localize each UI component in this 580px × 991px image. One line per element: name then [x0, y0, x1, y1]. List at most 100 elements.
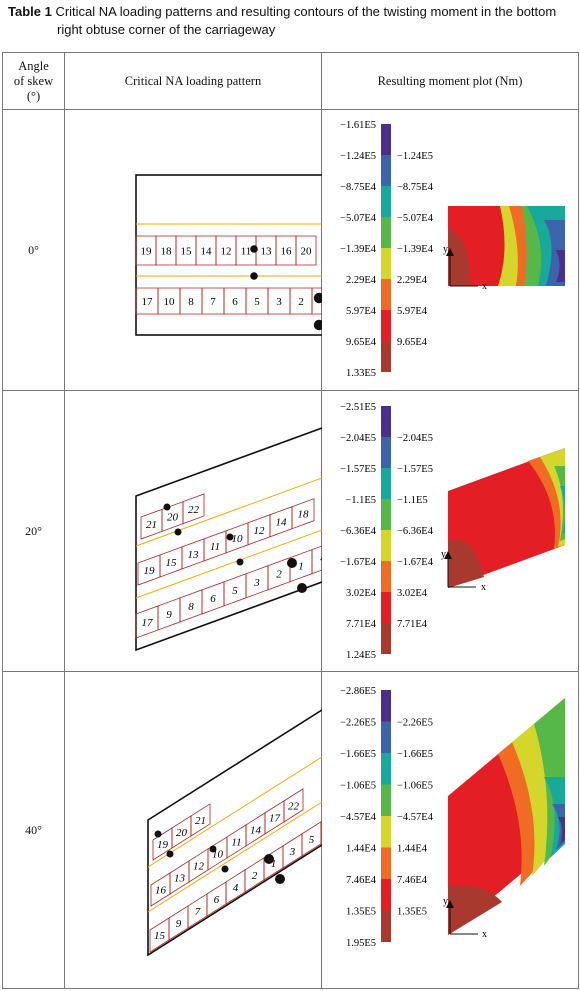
load-panel-label: 7 — [195, 906, 201, 918]
load-panel-label: 12 — [221, 246, 232, 258]
load-panel-label: 18 — [298, 509, 310, 521]
load-panel-label: 8 — [188, 601, 194, 613]
load-panel-label: 19 — [141, 246, 153, 258]
colour-scale: −2.86E5−2.26E5−1.66E5−1.06E5−4.57E41.44E… — [340, 686, 434, 949]
load-panel-label: 2 — [276, 569, 282, 581]
scale-band — [381, 753, 391, 785]
scale-band — [381, 816, 391, 848]
scale-tick-label: −2.86E5 — [340, 686, 376, 697]
load-panel-label: 15 — [181, 246, 193, 258]
scale-tick-label: −1.66E5 — [340, 749, 376, 760]
load-panel-label: 16 — [281, 246, 293, 258]
axle-load — [236, 558, 244, 566]
scale-tick-label: 7.46E4 — [346, 875, 377, 886]
arrow-head — [444, 551, 452, 559]
load-panel-label: 1 — [298, 561, 304, 573]
load-panel — [295, 235, 317, 266]
axis-label-y: y — [443, 896, 448, 907]
scale-tick-label: −6.36E4 — [397, 526, 434, 537]
scale-band — [381, 561, 391, 592]
load-panel-label: 13 — [188, 549, 200, 561]
scale-tick-label: −1.24E5 — [340, 151, 376, 162]
scale-tick-label: −4.57E4 — [397, 812, 434, 823]
load-panel-label: 4 — [320, 553, 322, 565]
scale-tick-label: 1.95E5 — [346, 938, 376, 949]
scale-band — [381, 124, 391, 155]
axis-label-y: y — [441, 549, 446, 560]
load-panel-label: 5 — [232, 585, 238, 597]
axis-label-y: y — [443, 244, 448, 255]
scale-tick-label: −1.61E5 — [340, 120, 376, 131]
axle-load — [287, 558, 297, 568]
arrow-head — [446, 248, 454, 256]
axle-load — [275, 874, 285, 884]
load-panel-label: 9 — [176, 918, 182, 930]
load-panel-label: 12 — [193, 860, 205, 872]
scale-tick-label: −2.26E5 — [340, 718, 376, 729]
load-panel-label: 11 — [210, 541, 220, 553]
caption-label: Table 1 — [8, 4, 52, 19]
axle-load — [154, 830, 162, 838]
load-panel — [320, 820, 322, 845]
carriageway-outline — [135, 427, 322, 652]
load-panel-label: 3 — [289, 846, 296, 858]
scale-tick-label: 7.71E4 — [397, 619, 428, 630]
axis-label-x: x — [482, 281, 487, 292]
axle-load — [221, 865, 229, 873]
scale-tick-label: −1.57E5 — [397, 464, 433, 475]
load-panel-label: 6 — [214, 894, 220, 906]
load-panel-label: 10 — [232, 533, 244, 545]
angle-cell: 20° — [2, 390, 65, 672]
load-panel-label: 19 — [157, 839, 169, 851]
load-panel-label: 20 — [176, 827, 188, 839]
scale-tick-label: −2.04E5 — [340, 433, 376, 444]
load-panel-label: 18 — [161, 246, 173, 258]
lane-line — [147, 756, 322, 868]
load-panel-label: 2 — [252, 870, 258, 882]
scale-tick-label: −1.1E5 — [345, 495, 376, 506]
axis-label-x: x — [482, 929, 487, 940]
caption-text-line2: right obtuse corner of the carriageway — [57, 22, 276, 37]
load-panel-label: 3 — [276, 296, 282, 308]
axle-load — [226, 533, 234, 541]
load-panel-label: 16 — [155, 884, 167, 896]
load-panel-label: 8 — [188, 296, 194, 308]
load-panel-label: 11 — [231, 836, 241, 848]
scale-tick-label: 5.97E4 — [397, 306, 428, 317]
load-panel-label: 19 — [144, 565, 156, 577]
scale-tick-label: −2.51E5 — [340, 402, 376, 413]
load-panel — [291, 498, 315, 530]
scale-tick-label: −2.04E5 — [397, 433, 433, 444]
caption-text: Critical NA loading patterns and resulti… — [51, 4, 557, 19]
scale-tick-label: −1.66E5 — [397, 749, 433, 760]
scale-band — [381, 406, 391, 437]
load-panel-label: 7 — [210, 296, 216, 308]
moment-plot-cell: −2.51E5−2.04E5−1.57E5−1.1E5−6.36E4−1.67E… — [321, 390, 579, 672]
scale-tick-label: −8.75E4 — [340, 182, 377, 193]
load-panel-label: 14 — [276, 517, 288, 529]
load-panel-label: 6 — [232, 296, 238, 308]
table-caption: Table 1 Critical NA loading patterns and… — [8, 3, 568, 39]
scale-tick-label: −8.75E4 — [397, 182, 434, 193]
load-panel — [283, 788, 304, 823]
scale-tick-label: 3.02E4 — [346, 588, 377, 599]
load-panel-label: 9 — [166, 609, 172, 621]
scale-band — [381, 721, 391, 753]
moment-plot-20deg: −2.51E5−2.04E5−1.57E5−1.1E5−6.36E4−1.67E… — [340, 402, 565, 661]
axle-load — [313, 319, 322, 331]
scale-band — [381, 437, 391, 468]
load-panel-label: 14 — [250, 824, 262, 836]
scale-tick-label: −1.24E5 — [397, 151, 433, 162]
load-panel-label: 21 — [146, 519, 157, 531]
lane-2-panels: 1710876532149 — [135, 287, 322, 315]
load-panel-label: 5 — [309, 834, 315, 846]
scale-tick-label: 1.44E4 — [397, 844, 428, 855]
